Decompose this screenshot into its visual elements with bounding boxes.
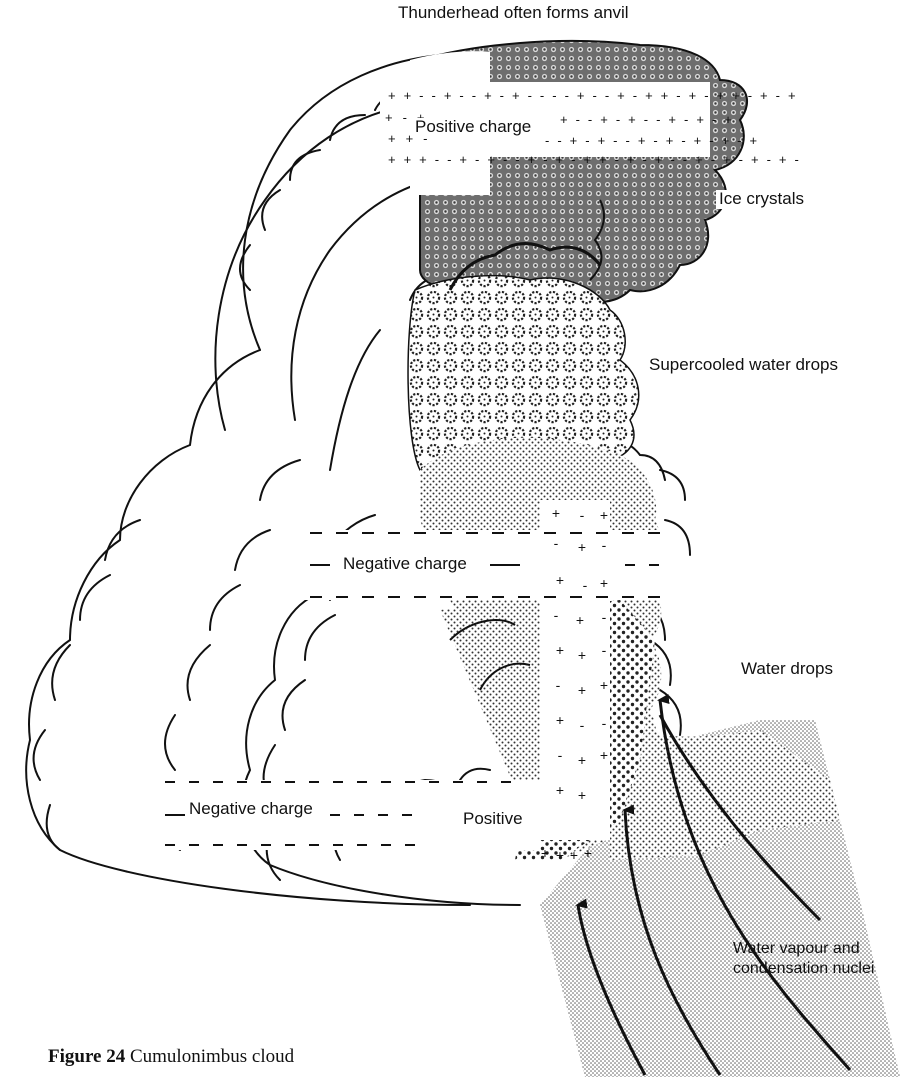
svg-text:+: + — [556, 847, 564, 863]
svg-text:-: - — [554, 535, 559, 551]
svg-text:++--+--+-+----+--+-++-+-++-+-+: ++--+--+-+----+--+-++-+-++-+-+ — [388, 88, 804, 103]
svg-text:--+-+--+-+-+-+-+: --+-+--+-+-+-+-+ — [545, 133, 765, 148]
svg-text:+: + — [556, 642, 564, 658]
figure-caption-text: Cumulonimbus cloud — [130, 1046, 294, 1067]
svg-text:+: + — [578, 787, 586, 803]
ice-crystals-label: Ice crystals — [716, 190, 807, 209]
diagram-title: Thunderhead often forms anvil — [398, 4, 629, 23]
svg-text:-: - — [580, 717, 585, 733]
svg-text:+: + — [576, 612, 584, 628]
svg-text:+: + — [578, 682, 586, 698]
svg-text:+: + — [578, 539, 586, 555]
figure-number: Figure 24 — [48, 1046, 125, 1067]
positive-low-label: Positive — [460, 810, 526, 829]
negative-charge-mid-label: Negative charge — [340, 555, 470, 574]
svg-text:+: + — [584, 845, 592, 861]
svg-text:-: - — [602, 642, 607, 658]
svg-text:+: + — [556, 572, 564, 588]
svg-text:+: + — [578, 647, 586, 663]
svg-text:-: - — [602, 537, 607, 553]
supercooled-label: Supercooled water drops — [646, 356, 841, 375]
svg-text:-: - — [583, 577, 588, 593]
svg-text:+: + — [600, 747, 608, 763]
svg-text:+: + — [570, 847, 578, 863]
svg-text:+++--+-+--+-+-++-+-+--+-+-+-+-: +++--+-+--+-+-++-+-+--+-+-+-+- — [388, 152, 807, 167]
water-drops-label: Water drops — [738, 660, 836, 679]
svg-text:+: + — [541, 845, 549, 861]
vapour-label-line2: condensation nuclei — [733, 960, 874, 978]
svg-text:+--+-+--+-+-+: +--+-+--+-+-+ — [560, 112, 740, 127]
vapour-label-line1: Water vapour and — [733, 940, 860, 958]
svg-text:+: + — [600, 507, 608, 523]
svg-text:-: - — [558, 747, 563, 763]
svg-text:+: + — [556, 712, 564, 728]
positive-charge-top-label: Positive charge — [412, 118, 534, 137]
svg-text:-: - — [580, 507, 585, 523]
svg-text:-: - — [554, 607, 559, 623]
negative-charge-low-label: Negative charge — [186, 800, 316, 819]
svg-text:+: + — [556, 782, 564, 798]
svg-text:-: - — [602, 715, 607, 731]
svg-text:+: + — [578, 752, 586, 768]
svg-text:+: + — [600, 575, 608, 591]
svg-text:+: + — [552, 505, 560, 521]
svg-text:-: - — [556, 677, 561, 693]
figure-caption: Figure 24 Cumulonimbus cloud — [48, 1046, 294, 1068]
svg-text:+: + — [600, 677, 608, 693]
svg-text:-: - — [602, 609, 607, 625]
